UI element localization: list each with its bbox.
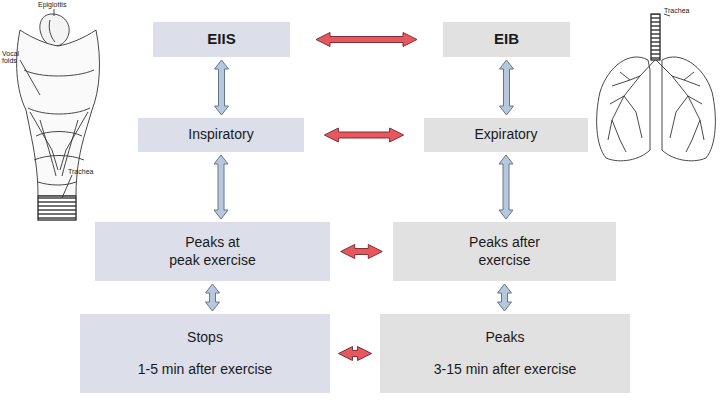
link-arrow <box>500 60 514 115</box>
box-text: EIIS <box>207 30 235 49</box>
box-text: Peaks at peak exercise <box>158 234 268 269</box>
comparison-box: Stops 1-5 min after exercise <box>80 314 330 393</box>
heading-box: EIB <box>443 22 570 57</box>
anatomy-label: Trachea <box>68 168 93 175</box>
anatomy-label: Trachea <box>664 7 689 14</box>
contrast-arrow <box>324 128 403 142</box>
box-text: Peaks <box>486 329 525 347</box>
box-text: 1-5 min after exercise <box>138 361 273 379</box>
comparison-box: Peaks 3-15 min after exercise <box>380 314 630 393</box>
contrast-arrow <box>341 245 383 259</box>
anatomy-label: Epiglottis <box>38 1 66 8</box>
comparison-box: Inspiratory <box>138 118 304 152</box>
comparison-box: Peaks after exercise <box>393 222 616 281</box>
link-arrow <box>214 155 228 219</box>
comparison-box: Peaks at peak exercise <box>95 222 330 281</box>
heading-box: EIIS <box>153 22 290 57</box>
link-arrow <box>498 284 512 311</box>
box-text: Stops <box>187 329 223 347</box>
box-text: Expiratory <box>474 126 537 144</box>
box-text: Peaks after exercise <box>450 234 560 269</box>
lungs-drawing <box>597 14 716 161</box>
link-arrow <box>499 155 513 219</box>
link-arrow <box>215 60 229 115</box>
box-text: EIB <box>494 30 519 49</box>
link-arrow <box>206 284 220 311</box>
contrast-arrow <box>339 347 372 361</box>
larynx-drawing <box>17 9 100 220</box>
box-text: 3-15 min after exercise <box>434 361 576 379</box>
box-text: Inspiratory <box>188 126 253 144</box>
contrast-arrow <box>316 33 417 47</box>
comparison-box: Expiratory <box>424 118 588 152</box>
anatomy-label: Vocal folds <box>2 50 22 65</box>
